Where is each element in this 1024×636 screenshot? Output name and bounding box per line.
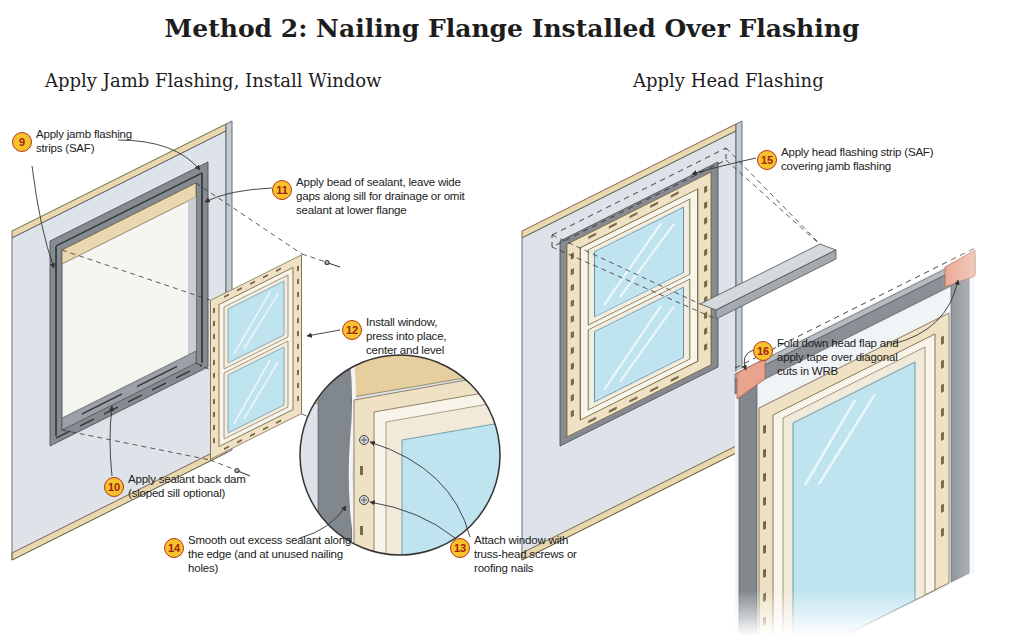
fade-overlay — [940, 230, 1024, 636]
leader-line — [893, 280, 958, 344]
zoom-detail — [386, 402, 500, 555]
wall-right — [522, 131, 736, 560]
screw-icon — [328, 263, 340, 267]
callout: 9Apply jamb flashing strips (SAF) — [12, 132, 148, 157]
callout-number: 15 — [757, 150, 777, 170]
zoom-detail — [318, 355, 352, 555]
leader-line — [307, 330, 340, 336]
alignment-lines — [552, 247, 716, 319]
leader-line — [118, 140, 200, 170]
alignment-lines — [62, 430, 210, 460]
alignment-lines — [552, 235, 700, 304]
alignment-lines — [62, 250, 210, 300]
callout-text: Attach window with truss-head screws or … — [474, 533, 582, 575]
leader-line — [300, 506, 346, 538]
callout: 10Apply sealant back dam (sloped sill op… — [104, 477, 258, 502]
alignment-lines — [62, 183, 326, 470]
window-unit — [211, 255, 302, 460]
alignment-lines — [210, 460, 236, 470]
callout-text: Install window, press into place, center… — [366, 315, 466, 357]
callout: 14Smooth out excess sealant along the ed… — [164, 538, 353, 577]
screw-icon — [235, 469, 239, 473]
zoom-detail — [374, 390, 500, 555]
callout-number: 16 — [753, 341, 773, 361]
callout: 13Attach window with truss-head screws o… — [450, 538, 582, 577]
window-unit — [211, 255, 302, 460]
callout-number: 11 — [272, 180, 292, 200]
head-detail — [805, 390, 875, 491]
head-flashing-strip — [716, 250, 836, 319]
zoom-detail — [354, 374, 500, 555]
diagram-title: Method 2: Nailing Flange Installed Over … — [0, 14, 1024, 43]
callout-text: Apply head flashing strip (SAF) covering… — [781, 145, 961, 173]
wall-left — [56, 173, 202, 436]
callout: 11Apply bead of sealant, leave wide gaps… — [272, 180, 484, 219]
zoom-detail — [300, 355, 500, 555]
head-detail — [735, 254, 975, 380]
leader-line — [205, 188, 272, 202]
leader-line — [110, 406, 112, 476]
wall-left — [56, 365, 202, 438]
zoom-detail — [300, 355, 500, 555]
wall-left — [62, 183, 196, 264]
panel-heading: Apply Head Flashing — [633, 70, 824, 91]
wall-left — [188, 197, 196, 367]
callout: 15Apply head flashing strip (SAF) coveri… — [757, 150, 961, 175]
leader-line — [32, 140, 958, 538]
wall-right — [560, 162, 718, 446]
callout: 12Install window, press into place, cent… — [342, 320, 466, 359]
wall-left — [62, 183, 196, 430]
zoom-detail — [361, 437, 367, 503]
head-detail — [735, 248, 975, 636]
alignment-lines — [302, 254, 326, 262]
wall-left — [62, 351, 196, 430]
panel-heading: Apply Jamb Flashing, Install Window — [45, 70, 382, 91]
callout-number: 9 — [12, 132, 32, 152]
head-detail — [737, 359, 765, 399]
screw-icon — [325, 261, 329, 265]
wall-left — [82, 367, 177, 415]
callout-text: Smooth out excess sealant along the edge… — [188, 533, 353, 575]
leader-line — [370, 442, 470, 537]
leader-line — [692, 158, 756, 174]
wall-right — [522, 121, 742, 560]
callout-text: Apply jamb flashing strips (SAF) — [36, 127, 148, 155]
callout-number: 14 — [164, 538, 184, 558]
callout-number: 12 — [342, 320, 362, 340]
head-detail — [759, 313, 949, 636]
callout-text: Fold down head flap and apply tape over … — [777, 336, 915, 378]
leader-line — [370, 502, 455, 538]
leader-line — [744, 350, 753, 370]
leader-line — [32, 166, 54, 268]
fade-overlay — [700, 590, 1024, 636]
callout: 16Fold down head flap and apply tape ove… — [753, 341, 915, 380]
callout-number: 10 — [104, 477, 124, 497]
callout-text: Apply bead of sealant, leave wide gaps a… — [296, 175, 484, 217]
head-flashing-strip — [700, 244, 836, 319]
zoom-circle — [300, 355, 500, 555]
head-flashing-strip — [700, 244, 836, 310]
callout-text: Apply sealant back dam (sloped sill opti… — [128, 472, 258, 500]
wall-right — [552, 148, 726, 247]
callout-number: 13 — [450, 538, 470, 558]
head-detail — [735, 252, 975, 636]
head-detail — [735, 248, 975, 368]
wall-left — [50, 162, 208, 446]
head-detail — [735, 260, 975, 394]
wall-right — [567, 172, 711, 437]
alignment-lines — [552, 148, 836, 319]
